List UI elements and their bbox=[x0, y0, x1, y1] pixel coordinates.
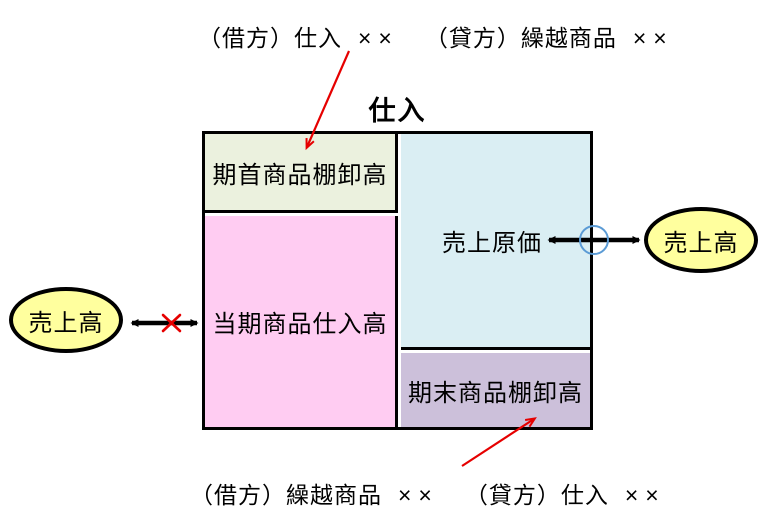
red-x-icon bbox=[161, 313, 182, 333]
cell-current-purchases: 当期商品仕入高 bbox=[205, 216, 398, 427]
bottom-debit-amount: ×× bbox=[398, 482, 439, 508]
ending-inventory-label: 期末商品棚卸高 bbox=[408, 379, 583, 407]
cost-of-sales-label: 売上原価 bbox=[442, 230, 542, 257]
bottom-debit-text: （借方）繰越商品 bbox=[190, 482, 382, 508]
journal-entry-bottom: （借方）繰越商品 ×× （貸方）仕入 ×× bbox=[190, 476, 666, 510]
sales-right-label: 売上高 bbox=[663, 229, 739, 257]
top-debit-text: （借方）仕入 bbox=[198, 25, 342, 51]
current-purchases-label: 当期商品仕入高 bbox=[212, 311, 388, 338]
cell-cost-of-sales: 売上原価 bbox=[401, 134, 590, 350]
beginning-inventory-label: 期首商品棚卸高 bbox=[212, 161, 388, 189]
cell-ending-inventory: 期末商品棚卸高 bbox=[401, 353, 590, 427]
sales-ellipse-left: 売上高 bbox=[9, 287, 123, 353]
sales-left-label: 売上高 bbox=[28, 309, 104, 337]
purchases-account-box: 期首商品棚卸高 当期商品仕入高 売上原価 期末商品棚卸高 bbox=[202, 131, 593, 430]
cell-beginning-inventory: 期首商品棚卸高 bbox=[205, 134, 398, 213]
top-debit-amount: ×× bbox=[358, 25, 399, 51]
account-title: 仕入 bbox=[368, 96, 427, 126]
top-credit-text: （貸方）繰越商品 bbox=[424, 25, 617, 51]
bottom-credit-amount: ×× bbox=[624, 482, 666, 508]
journal-entry-top: （借方）仕入 ×× （貸方）繰越商品 ×× bbox=[198, 19, 674, 53]
sales-ellipse-right: 売上高 bbox=[644, 207, 758, 273]
top-credit-amount: ×× bbox=[632, 25, 674, 51]
bottom-credit-text: （貸方）仕入 bbox=[464, 482, 609, 508]
